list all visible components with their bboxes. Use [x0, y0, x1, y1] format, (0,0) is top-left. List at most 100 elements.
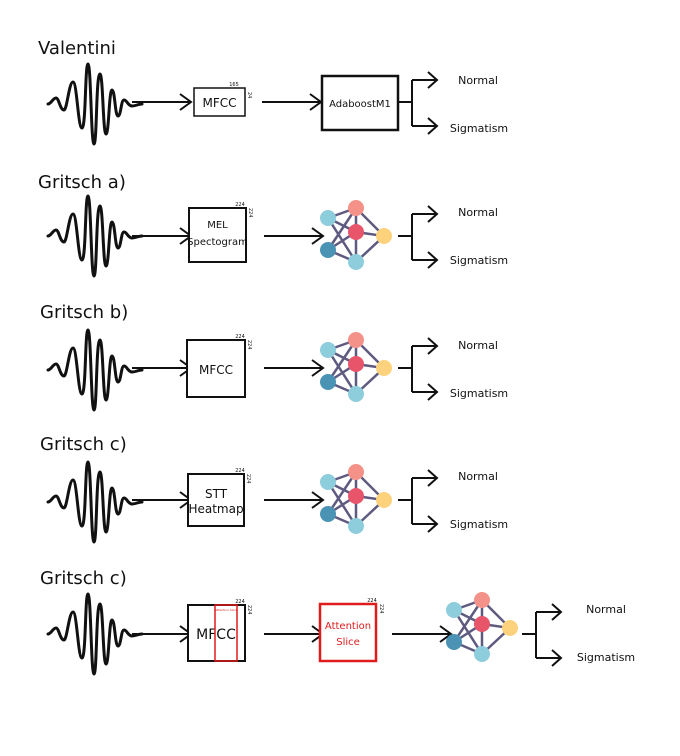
network-node [320, 210, 336, 226]
feature-dim-width: 224 [235, 334, 245, 340]
waveform-icon [46, 62, 144, 146]
network-edge [452, 599, 484, 643]
row-gritsch-c: Gritsch c) STT Heatmap 224 224 Normal Si… [40, 434, 508, 544]
output-sigmatism: Sigmatism [450, 122, 508, 135]
neural-network-icon [446, 592, 518, 662]
arrow-right-icon [131, 93, 192, 111]
network-node [348, 356, 364, 372]
feature-dim-height: 224 [246, 605, 252, 615]
attention-dim-width: 224 [367, 598, 377, 604]
output-sigmatism: Sigmatism [450, 387, 508, 400]
attention-slice-box [318, 602, 378, 663]
feature-dim-width: 224 [235, 599, 245, 605]
split-arrow-icon [397, 205, 438, 269]
arrow-right-icon [131, 491, 192, 509]
attention-window-label: Attention Slice [215, 608, 237, 612]
network-node [474, 616, 490, 632]
row-gritsch-b: Gritsch b) MFCC 224 224 Normal Sigmatism [40, 302, 508, 412]
neural-network-icon [320, 200, 392, 270]
feature-dim-height: 224 [245, 474, 251, 484]
feature-box [188, 207, 247, 263]
row-title: Gritsch a) [38, 172, 126, 193]
output-sigmatism: Sigmatism [450, 254, 508, 267]
arrow-right-icon [261, 93, 322, 111]
network-node [348, 518, 364, 534]
attention-slice-label: Slice [336, 637, 360, 648]
feature-dim-height: 24 [246, 92, 252, 98]
feature-label: MEL [207, 220, 228, 231]
feature-label: Heatmap [188, 502, 243, 516]
feature-box [187, 604, 246, 662]
feature-dim-width: 224 [235, 202, 245, 208]
row-title: Gritsch c) [40, 568, 127, 589]
output-sigmatism: Sigmatism [577, 651, 635, 664]
feature-label: MFCC [202, 96, 236, 110]
waveform-icon [46, 194, 144, 278]
network-node [376, 492, 392, 508]
network-node [348, 386, 364, 402]
network-node [446, 634, 462, 650]
row-gritsch-c-attention: Gritsch c) MFCC Attention Slice 224 224 … [40, 568, 635, 676]
feature-dim-width: 224 [235, 468, 245, 474]
network-node [376, 228, 392, 244]
output-normal: Normal [586, 603, 626, 616]
classifier-box [320, 74, 400, 132]
network-node [348, 332, 364, 348]
network-node [474, 646, 490, 662]
arrow-right-icon [263, 491, 324, 509]
network-edge [326, 207, 358, 251]
network-node [446, 602, 462, 618]
output-normal: Normal [458, 339, 498, 352]
feature-label: MFCC [196, 627, 236, 643]
waveform-icon [46, 460, 144, 544]
feature-dim-height: 224 [246, 340, 252, 350]
network-node [320, 374, 336, 390]
arrow-right-icon [263, 227, 324, 245]
neural-network-icon [320, 464, 392, 534]
classifier-label: AdaboostM1 [329, 99, 391, 110]
network-edge [326, 339, 358, 383]
arrow-right-icon [131, 227, 192, 245]
network-node [376, 360, 392, 376]
waveform-icon [46, 328, 144, 412]
arrow-right-icon [391, 625, 452, 643]
split-arrow-icon [397, 71, 438, 135]
network-node [320, 342, 336, 358]
arrow-right-icon [131, 359, 192, 377]
attention-window [214, 604, 238, 662]
network-node [348, 464, 364, 480]
network-edge [326, 471, 358, 515]
feature-dim-width: 165 [229, 82, 239, 88]
attention-dim-height: 224 [378, 604, 384, 614]
network-node [474, 592, 490, 608]
output-normal: Normal [458, 470, 498, 483]
attention-slice-label: Attention [325, 621, 371, 632]
split-arrow-icon [397, 469, 438, 533]
output-normal: Normal [458, 206, 498, 219]
row-gritsch-a: Gritsch a) MEL Spectogram 224 224 Normal… [38, 172, 508, 278]
feature-label: STT [205, 487, 228, 501]
network-node [320, 474, 336, 490]
arrow-right-icon [131, 625, 192, 643]
row-title: Gritsch b) [40, 302, 128, 323]
network-node [320, 242, 336, 258]
feature-box [187, 473, 245, 527]
waveform-icon [46, 592, 144, 676]
network-node [348, 200, 364, 216]
network-node [348, 488, 364, 504]
row-title: Valentini [38, 38, 116, 59]
output-normal: Normal [458, 74, 498, 87]
arrow-right-icon [263, 625, 324, 643]
feature-dim-height: 224 [247, 208, 253, 218]
network-node [320, 506, 336, 522]
neural-network-icon [320, 332, 392, 402]
network-node [348, 254, 364, 270]
network-node [348, 224, 364, 240]
arrow-right-icon [263, 359, 324, 377]
row-title: Gritsch c) [40, 434, 127, 455]
row-valentini: Valentini MFCC 165 24 AdaboostM1 Normal … [38, 38, 508, 146]
feature-box [193, 87, 246, 117]
split-arrow-icon [521, 603, 562, 667]
feature-label: MFCC [199, 363, 233, 377]
network-node [502, 620, 518, 636]
